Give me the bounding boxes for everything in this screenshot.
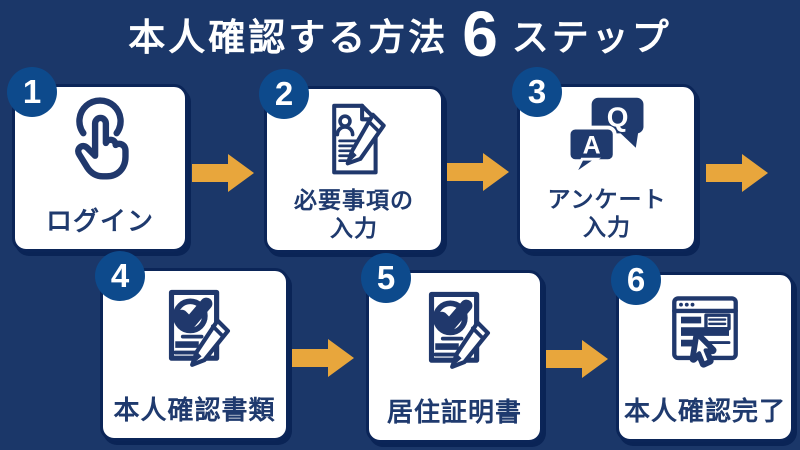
q-letter: Q xyxy=(607,102,629,133)
step-number-badge: 2 xyxy=(259,69,309,119)
form-pencil-icon xyxy=(332,103,386,175)
step-card-5: 5 居住証明書 xyxy=(361,253,543,443)
step-number: 3 xyxy=(527,73,547,110)
step-number-badge: 5 xyxy=(361,253,411,303)
step-number: 1 xyxy=(22,73,42,110)
qa-bubbles-icon: Q A xyxy=(566,97,644,176)
step-label: 本人確認書類 xyxy=(113,394,276,425)
document-check-pencil-icon xyxy=(168,289,230,367)
a-letter: A xyxy=(583,131,601,159)
arrow-right-icon xyxy=(706,154,768,192)
step-number: 5 xyxy=(376,259,396,296)
page-title: 本人確認する方法 6 ステップ xyxy=(0,2,800,66)
step-label: 本人確認完了 xyxy=(623,395,786,426)
browser-cursor-icon xyxy=(672,296,738,368)
title-step-count: 6 xyxy=(462,0,498,70)
arrow-right-icon xyxy=(292,339,354,377)
step-number: 2 xyxy=(274,75,294,112)
step-card-2: 2 必要事項の 入力 xyxy=(259,69,444,253)
step-number: 4 xyxy=(110,257,130,294)
step-card-3: 3 Q A アンケート 入力 xyxy=(512,67,697,252)
step-card-6: 6 本人確認完了 xyxy=(611,255,794,442)
step-number-badge: 4 xyxy=(95,251,145,301)
step-label: ログイン xyxy=(45,205,154,236)
arrow-right-icon xyxy=(447,153,509,191)
step-number-badge: 3 xyxy=(512,67,562,117)
title-prefix: 本人確認する方法 xyxy=(128,17,449,58)
title-suffix: ステップ xyxy=(511,17,672,58)
arrow-right-icon xyxy=(546,340,608,378)
step-number-badge: 1 xyxy=(7,67,57,117)
step-label: 居住証明書 xyxy=(386,396,522,427)
arrow-right-icon xyxy=(192,154,254,192)
step-label: アンケート 入力 xyxy=(547,185,667,241)
step-number: 6 xyxy=(626,261,646,298)
step-card-4: 4 本人確認書類 xyxy=(95,251,289,441)
document-check-pencil-icon xyxy=(428,291,490,369)
step-number-badge: 6 xyxy=(611,255,661,305)
step-card-1: 1 ログイン xyxy=(7,67,188,252)
step-label: 必要事項の 入力 xyxy=(294,186,414,242)
tap-icon xyxy=(75,97,129,180)
